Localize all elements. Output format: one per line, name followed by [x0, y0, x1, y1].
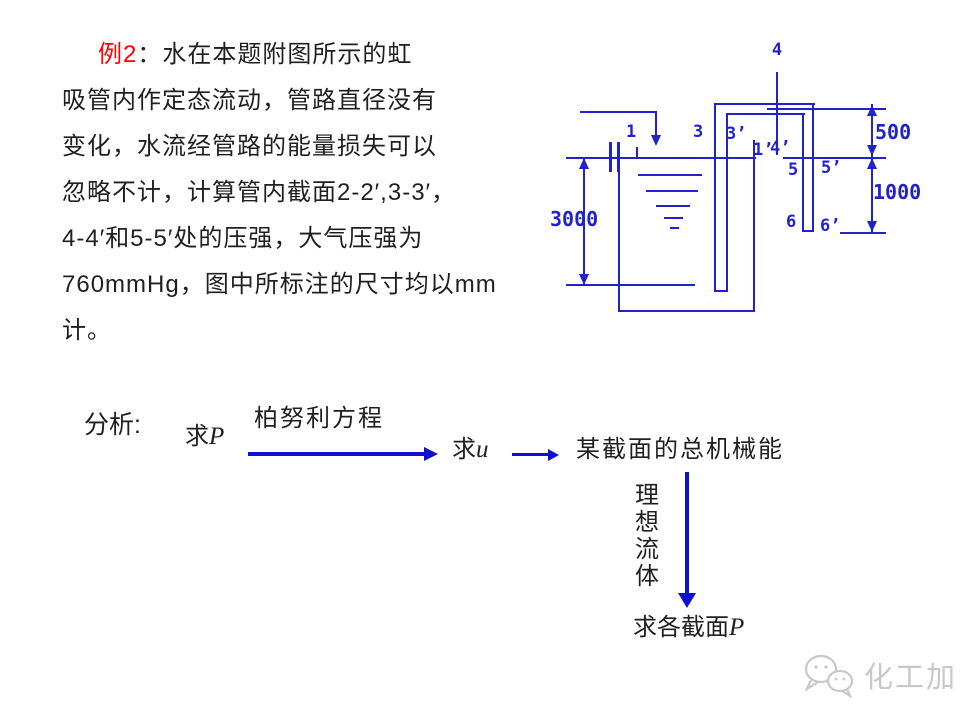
dim-500-arrow-down-icon: [867, 145, 877, 156]
water-level-line: [566, 157, 756, 159]
arrow-ideal-fluid-head-icon: [678, 593, 696, 608]
siphon-outlet-cap: [802, 230, 814, 232]
tank-right-wall: [753, 140, 755, 312]
example-label: 例2: [98, 41, 138, 68]
label-section-4: 4: [771, 40, 783, 60]
dim-500-value: 500: [875, 120, 912, 144]
water-hatch-line: [670, 227, 679, 229]
bernoulli-label: 柏努利方程: [254, 405, 384, 432]
dim-1000-arrow-up-icon: [867, 158, 877, 169]
watermark: 化工加: [800, 652, 957, 698]
label-section-3p: 3’: [726, 124, 747, 144]
label-section-6p: 6’: [820, 216, 841, 236]
dim-1000-line: [871, 157, 873, 233]
dim-500-top-reference: [767, 108, 886, 110]
dim-3000-arrow-up-icon: [579, 158, 589, 169]
water-hatch-line: [656, 205, 690, 207]
dim-1000-bottom-reference: [840, 232, 886, 234]
problem-line-5: 4-4′和5-5′处的压强，大气压强为: [62, 225, 424, 252]
arrow-ideal-fluid-shaft: [685, 472, 689, 594]
label-section-1p: 1’: [753, 140, 774, 160]
water-hatch-line: [646, 190, 698, 192]
label-section-3: 3: [693, 122, 704, 142]
wechat-bubbles-icon: [804, 654, 854, 698]
arrow-bernoulli-head-icon: [424, 447, 438, 461]
label-section-6: 6: [786, 212, 797, 232]
variable-u: u: [476, 436, 489, 463]
inlet-line-horizontal: [580, 111, 657, 113]
find-sections-text: 求各截面P: [633, 614, 745, 641]
problem-line-2: 吸管内作定态流动，管路直径没有: [62, 87, 437, 114]
watermark-text: 化工加: [864, 662, 958, 694]
label-section-4p: 4’: [770, 138, 791, 158]
dim-500-arrow-up-icon: [867, 105, 877, 116]
arrow-bernoulli-shaft: [248, 452, 426, 456]
dim-3000-value: 3000: [550, 207, 599, 231]
problem-line-3: 变化，水流经管路的能量损失可以: [62, 133, 437, 160]
siphon-top-inner: [726, 113, 805, 115]
problem-line-6: 760mmHg，图中所标注的尺寸均以mm计。: [62, 271, 497, 344]
variable-p: P: [729, 614, 745, 641]
tank-bottom: [618, 310, 755, 312]
siphon-riser-outer: [714, 103, 716, 292]
label-section-1: 1: [626, 122, 637, 142]
siphon-riser-inlet-cap: [714, 290, 728, 292]
mech-energy-label: 某截面的总机械能: [576, 436, 784, 463]
water-hatch-line: [638, 174, 702, 176]
analysis-label: 分析:: [84, 411, 141, 439]
section-4-line: [776, 72, 778, 155]
dim-3000-bottom-reference: [566, 284, 695, 286]
siphon-downcomer-outer: [812, 103, 814, 232]
siphon-downcomer-inner: [802, 113, 804, 232]
inlet-fitting-bar: [617, 142, 620, 172]
arrow-to-energy-head-icon: [548, 449, 559, 461]
problem-statement: 例2：水在本题附图所示的虹 吸管内作定态流动，管路直径没有 变化，水流经管路的能…: [62, 32, 542, 354]
dim-3000-line: [583, 157, 585, 286]
section-1-tick: [636, 147, 638, 157]
find-u-text: 求u: [452, 436, 489, 463]
inlet-line-vertical: [655, 111, 657, 137]
dim-1000-value: 1000: [873, 180, 922, 204]
inlet-fitting-bar: [609, 142, 612, 172]
tank-left-wall: [618, 157, 620, 312]
label-section-5: 5: [788, 160, 799, 180]
dim-500-line: [871, 104, 873, 157]
water-level-line-right: [783, 157, 886, 159]
problem-line-4: 忽略不计，计算管内截面2-2′,3-3′，: [62, 179, 457, 206]
water-hatch-line: [664, 217, 683, 219]
ideal-fluid-label: 理想流体: [635, 482, 659, 590]
variable-p: P: [209, 423, 225, 450]
dim-1000-arrow-down-icon: [867, 221, 877, 232]
problem-line-1: 例2：水在本题附图所示的虹: [62, 32, 542, 78]
problem-line-1-text: 水在本题附图所示的虹: [162, 41, 413, 68]
label-section-5p: 5’: [821, 158, 842, 178]
siphon-diagram: 4 1 3 3’ 1’ 4’ 5 5’ 6 6’ 500 1000 3000: [550, 28, 956, 330]
siphon-riser-inner: [726, 113, 728, 292]
example-colon: ：: [137, 41, 163, 68]
arrow-to-energy-shaft: [512, 453, 550, 456]
inlet-flow-arrow-icon: [651, 135, 661, 146]
dim-3000-arrow-down-icon: [579, 274, 589, 285]
siphon-top-outer: [714, 103, 815, 105]
find-p-text: 求P: [185, 423, 225, 450]
